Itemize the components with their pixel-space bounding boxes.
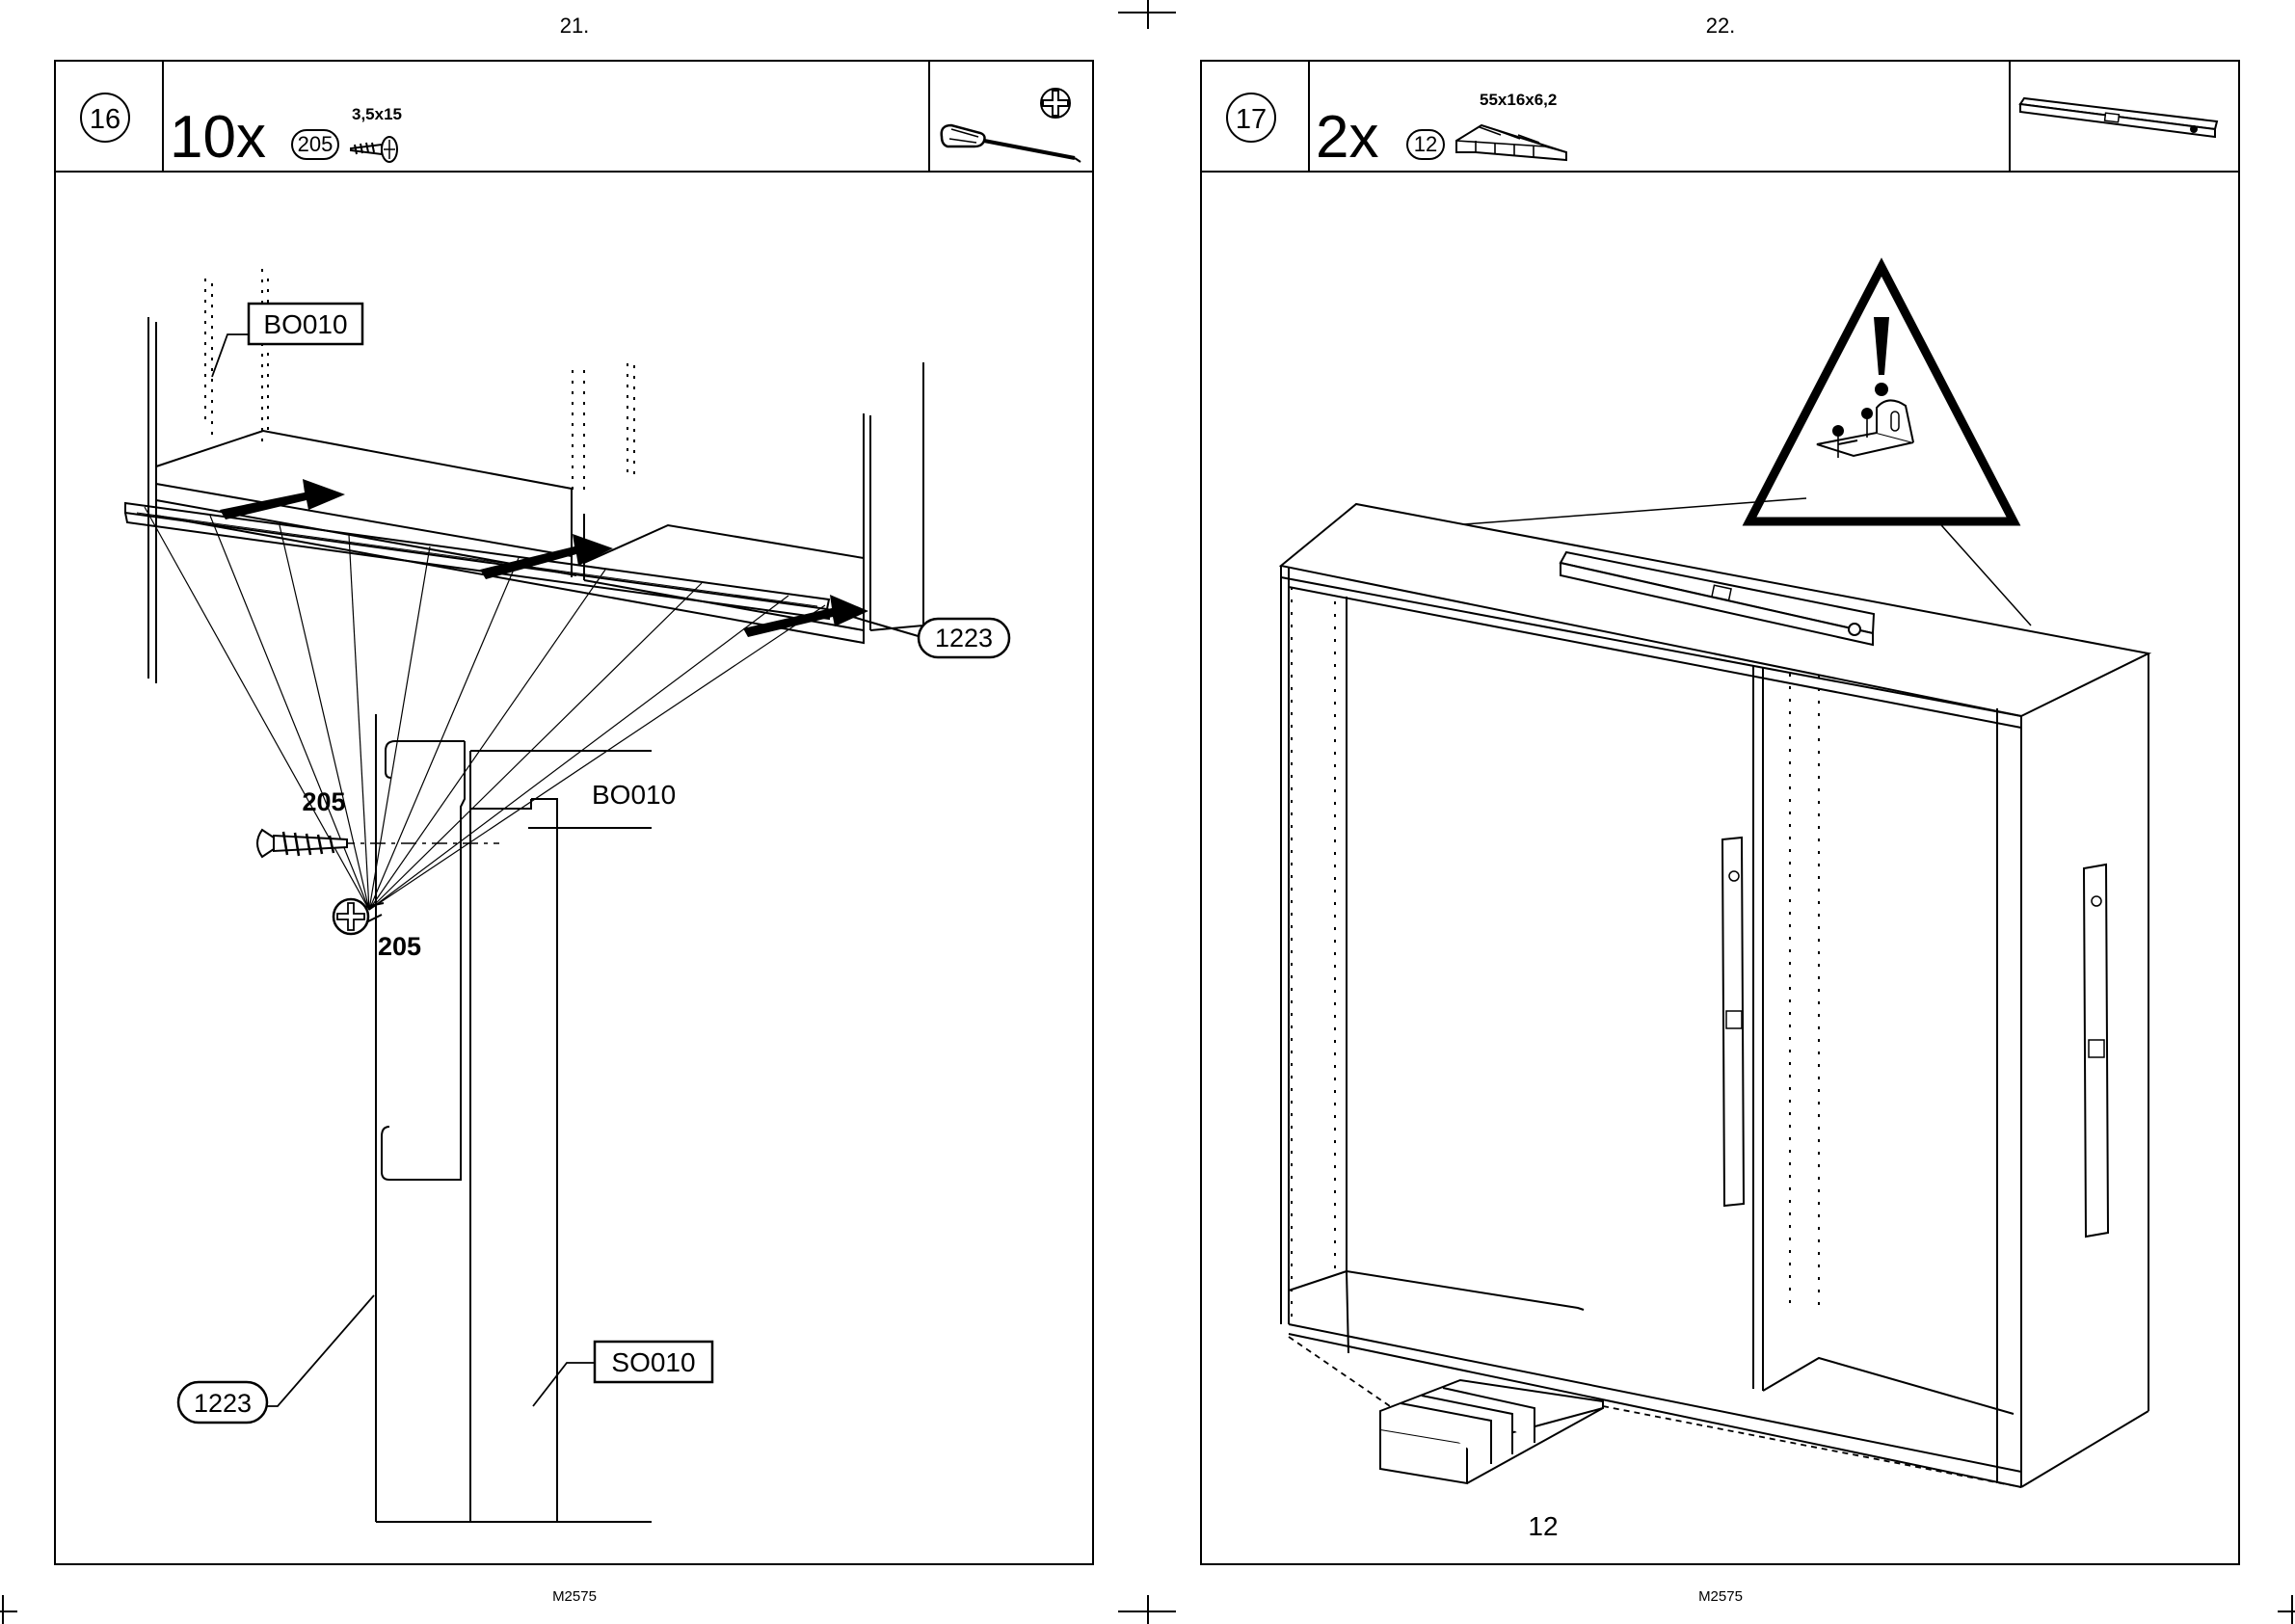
screw-positions: [145, 507, 825, 910]
model-code-right: M2575: [1672, 1588, 1769, 1605]
model-code-left: M2575: [526, 1588, 623, 1605]
part-size-label: 55x16x6,2: [1480, 91, 1557, 110]
spirit-level-icon: [2011, 62, 2238, 171]
tool-cell: [2009, 62, 2238, 171]
step-number: 16: [80, 93, 130, 143]
spirit-level-top: [1561, 552, 1874, 645]
wedge-icon: [1453, 118, 1568, 168]
part-number-bubble: 205: [291, 129, 339, 160]
wedge-leader-left: [1289, 1337, 1390, 1406]
spirit-level-middle: [1722, 838, 1744, 1206]
crop-mark-left-corner-v: [2, 1595, 4, 1624]
part-size-label: 3,5x15: [352, 105, 402, 124]
bo010-leader: [212, 334, 249, 377]
tool-cell: [928, 62, 1092, 171]
detail-screw-icon: [257, 830, 347, 857]
page-number-right: 22.: [1672, 13, 1769, 39]
wedge-label: 12: [1528, 1511, 1558, 1541]
step-17-header: 17 2x 12 55x16x6,2: [1202, 62, 2238, 173]
rail-callout-label: 1223: [935, 624, 993, 652]
detail-rail-callout-label: 1223: [194, 1389, 252, 1418]
phillips-screwdriver-icon: [930, 62, 1092, 171]
step-16-header: 16 10x 205 3,5x15: [56, 62, 1092, 173]
step-number-cell: 16: [56, 62, 164, 171]
bo010-callout-label: BO010: [263, 309, 347, 339]
warning-triangle: [1749, 267, 2014, 521]
step-17-illustration: 12: [1202, 173, 2238, 1563]
so010-leader: [533, 1363, 595, 1406]
quantity-label: 2x: [1316, 108, 1378, 168]
detail-screw-label: 205: [302, 787, 345, 816]
step-16-illustration: 205 1223 BO010 205 BO010: [56, 173, 1092, 1563]
cross-section-detail: [278, 714, 652, 1522]
spirit-level-right: [2084, 865, 2108, 1237]
step-number-cell: 17: [1202, 62, 1310, 171]
wedge-part-12: [1380, 1380, 1603, 1483]
detail-bo010-label: BO010: [592, 780, 676, 810]
so010-callout-label: SO010: [611, 1347, 695, 1377]
crop-mark-right-corner-v: [2291, 1595, 2293, 1624]
wardrobe-frame: [1281, 504, 2148, 1487]
screw-icon: [347, 129, 405, 164]
part-number-bubble: 12: [1406, 129, 1445, 160]
quantity-label: 10x: [170, 108, 266, 168]
page-number-left: 21.: [526, 13, 623, 39]
crop-mark-top-v: [1147, 0, 1149, 29]
crop-mark-bottom-v: [1147, 1595, 1149, 1624]
wedge-leader-right: [1603, 1406, 2021, 1487]
screw-label-top: 205: [378, 932, 421, 961]
leader-right-bracket: [1935, 518, 2031, 626]
step-17-panel: 17 2x 12 55x16x6,2: [1200, 60, 2240, 1565]
rail-1223: [125, 503, 829, 619]
step-16-panel: 16 10x 205 3,5x15: [54, 60, 1094, 1565]
step-number: 17: [1226, 93, 1276, 143]
